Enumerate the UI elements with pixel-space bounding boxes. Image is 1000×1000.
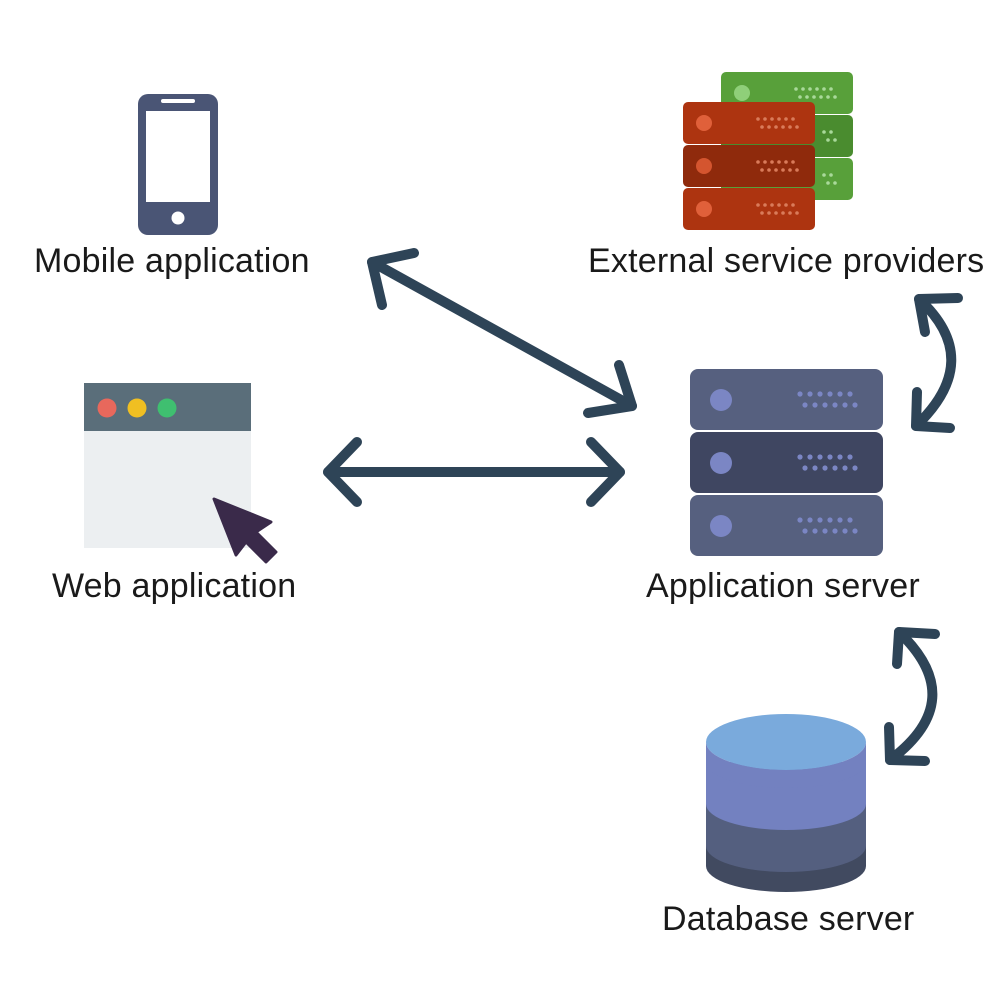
web-to-app-server-arrow (323, 437, 625, 507)
server-icon (690, 369, 883, 556)
cursor-icon (212, 497, 278, 564)
server-stack-icon (683, 72, 853, 230)
app-server-to-database-arrow (884, 627, 940, 766)
application-server-label: Application server (646, 567, 920, 605)
mobile-application-label: Mobile application (34, 242, 310, 280)
smartphone-icon (138, 94, 218, 235)
mobile-to-app-server-arrow (367, 248, 637, 418)
web-application-label: Web application (52, 567, 297, 605)
browser-window-icon (84, 383, 251, 548)
database-server-label: Database server (662, 900, 915, 938)
app-server-to-external-arrow (911, 293, 963, 433)
database-icon (706, 714, 866, 892)
external-service-providers-label: External service providers (588, 242, 985, 280)
